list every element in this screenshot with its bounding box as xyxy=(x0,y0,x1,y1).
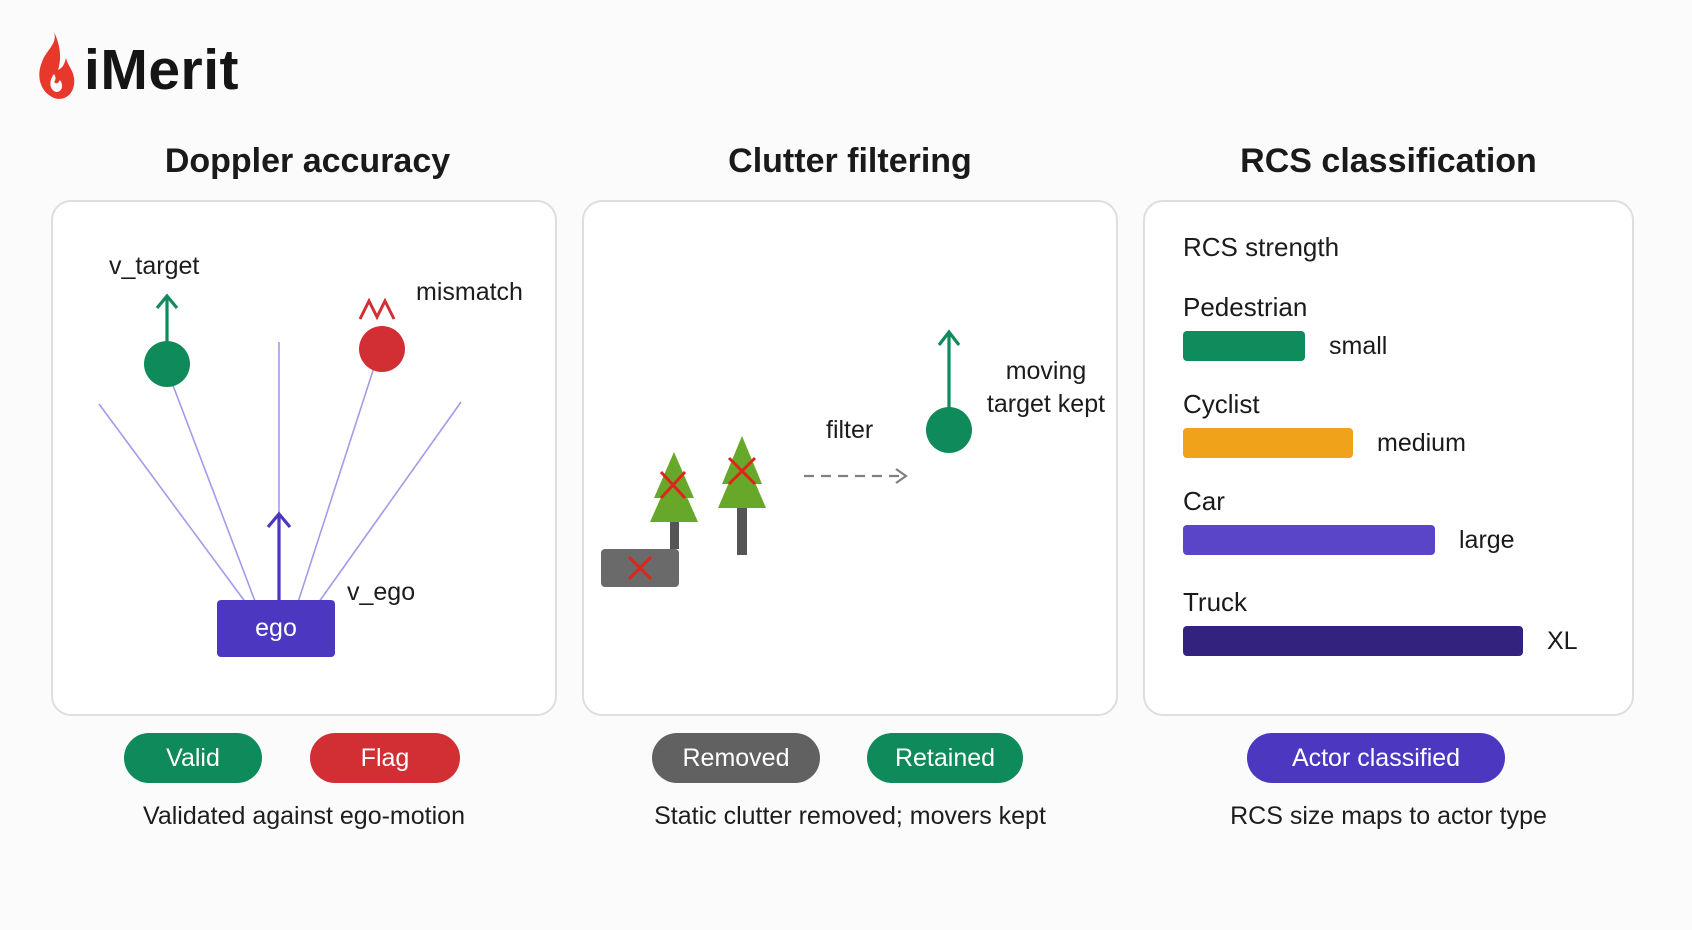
rcs-bar-wrap: medium xyxy=(1183,428,1466,458)
ego-box xyxy=(217,600,335,657)
rcs-row-cyclist: Cyclist medium xyxy=(1183,389,1466,458)
filter-arrow-head-icon xyxy=(895,468,908,484)
velocity-arrow-icon xyxy=(155,293,179,310)
rcs-heading: RCS strength xyxy=(1183,232,1340,262)
brand-name: iMerit xyxy=(84,38,240,102)
rcs-row-car: Car large xyxy=(1183,486,1515,555)
rcs-title: RCS classification xyxy=(1240,142,1537,180)
moving-target-dot xyxy=(926,407,972,453)
rcs-size-label: small xyxy=(1329,331,1388,360)
moving-label-line1: moving xyxy=(1005,357,1087,385)
rcs-bar-wrap: XL xyxy=(1183,626,1578,656)
rcs-row-pedestrian: Pedestrian small xyxy=(1183,292,1387,361)
brand-logo: iMerit xyxy=(32,26,239,110)
doppler-caption: Validated against ego-motion xyxy=(143,802,465,830)
ego-label: ego xyxy=(255,614,297,642)
v-ego-label: v_ego xyxy=(347,578,416,606)
rcs-bar-wrap: small xyxy=(1183,331,1387,361)
valid-target-dot xyxy=(144,341,190,387)
rcs-actor-name: Cyclist xyxy=(1183,389,1260,419)
mismatch-label: mismatch xyxy=(416,278,523,306)
doppler-panel: v_target mismatch v_ego ego xyxy=(51,200,557,716)
clutter-caption: Static clutter removed; movers kept xyxy=(654,802,1046,830)
ego-velocity-arrow-icon xyxy=(266,511,292,529)
mismatch-zigzag-icon xyxy=(358,297,396,321)
rcs-bar xyxy=(1183,331,1305,361)
removed-pill: Removed xyxy=(652,733,820,783)
removed-x-icon xyxy=(627,555,653,581)
flag-pill: Flag xyxy=(310,733,460,783)
tree-icon xyxy=(718,436,766,555)
rcs-actor-name: Car xyxy=(1183,486,1225,516)
clutter-panel: filter moving target kept xyxy=(582,200,1118,716)
v-target-label: v_target xyxy=(109,252,200,280)
removed-x-icon xyxy=(659,470,687,500)
rcs-size-label: XL xyxy=(1547,626,1578,655)
rcs-bar xyxy=(1183,525,1435,555)
rcs-caption: RCS size maps to actor type xyxy=(1230,802,1547,830)
removed-x-icon xyxy=(727,456,757,486)
rcs-actor-name: Truck xyxy=(1183,587,1248,617)
rcs-bar xyxy=(1183,428,1353,458)
rcs-size-label: large xyxy=(1459,525,1515,554)
filter-label: filter xyxy=(826,416,874,444)
flame-icon xyxy=(39,32,75,99)
retained-pill: Retained xyxy=(867,733,1023,783)
moving-arrow-icon xyxy=(937,329,961,346)
valid-pill: Valid xyxy=(124,733,262,783)
tree-icon xyxy=(650,452,698,549)
clutter-diagram xyxy=(601,329,972,587)
rcs-actor-name: Pedestrian xyxy=(1183,292,1308,322)
moving-label-line2: target kept xyxy=(986,390,1106,418)
rcs-bar-wrap: large xyxy=(1183,525,1515,555)
rcs-bar xyxy=(1183,626,1523,656)
clutter-title: Clutter filtering xyxy=(728,142,972,180)
rcs-size-label: medium xyxy=(1377,428,1466,457)
actor-classified-pill: Actor classified xyxy=(1247,733,1505,783)
mismatch-target-dot xyxy=(359,326,405,372)
doppler-diagram xyxy=(98,293,462,657)
doppler-title: Doppler accuracy xyxy=(164,142,451,180)
